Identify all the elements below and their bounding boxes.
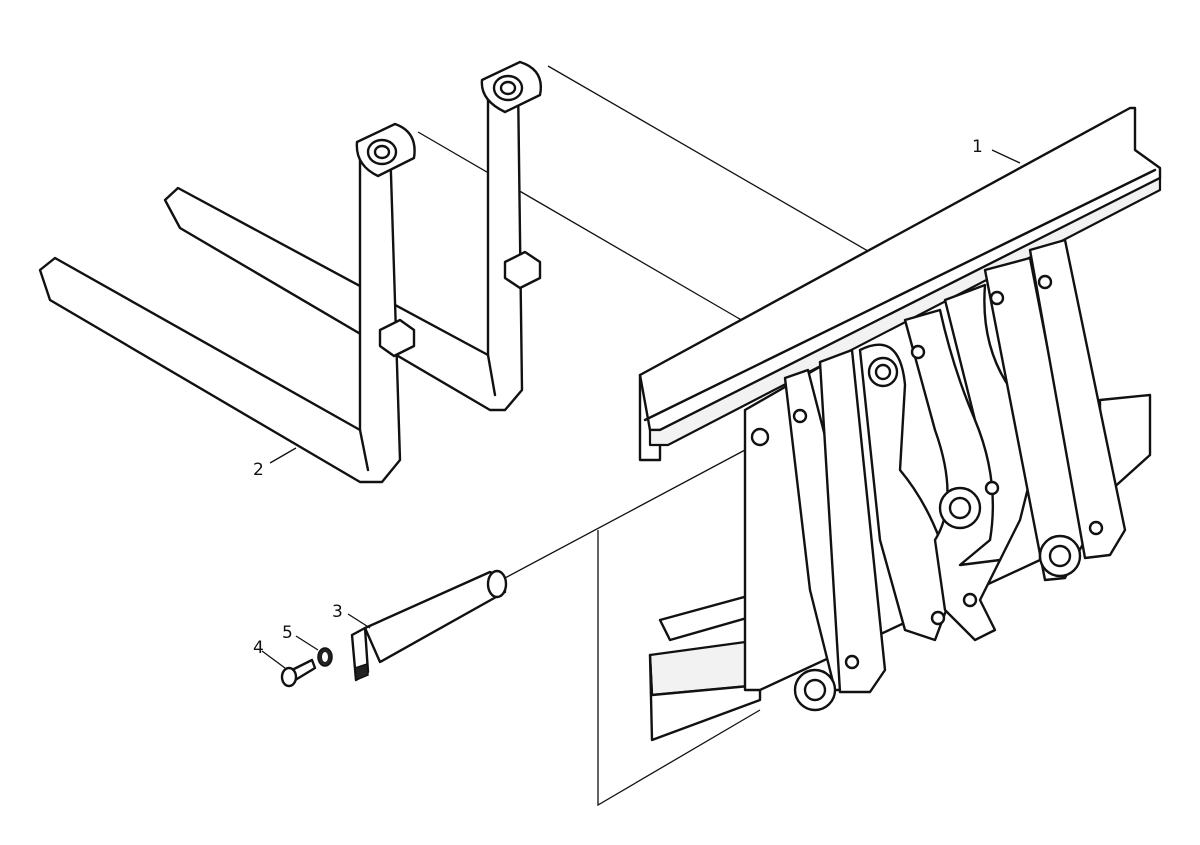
carriage-frame-part-1 bbox=[638, 106, 1162, 742]
callout-4: 4 bbox=[253, 638, 264, 658]
callout-5: 5 bbox=[282, 623, 293, 643]
lock-washer-part-5 bbox=[317, 647, 333, 667]
callout-3: 3 bbox=[332, 602, 343, 622]
callout-leaders bbox=[261, 149, 1021, 669]
fork-shaft-part-3 bbox=[350, 569, 508, 682]
callout-2: 2 bbox=[253, 460, 264, 480]
callout-1: 1 bbox=[972, 137, 983, 157]
fork-pair-part-2 bbox=[38, 60, 542, 484]
bolt-part-4 bbox=[280, 658, 317, 688]
